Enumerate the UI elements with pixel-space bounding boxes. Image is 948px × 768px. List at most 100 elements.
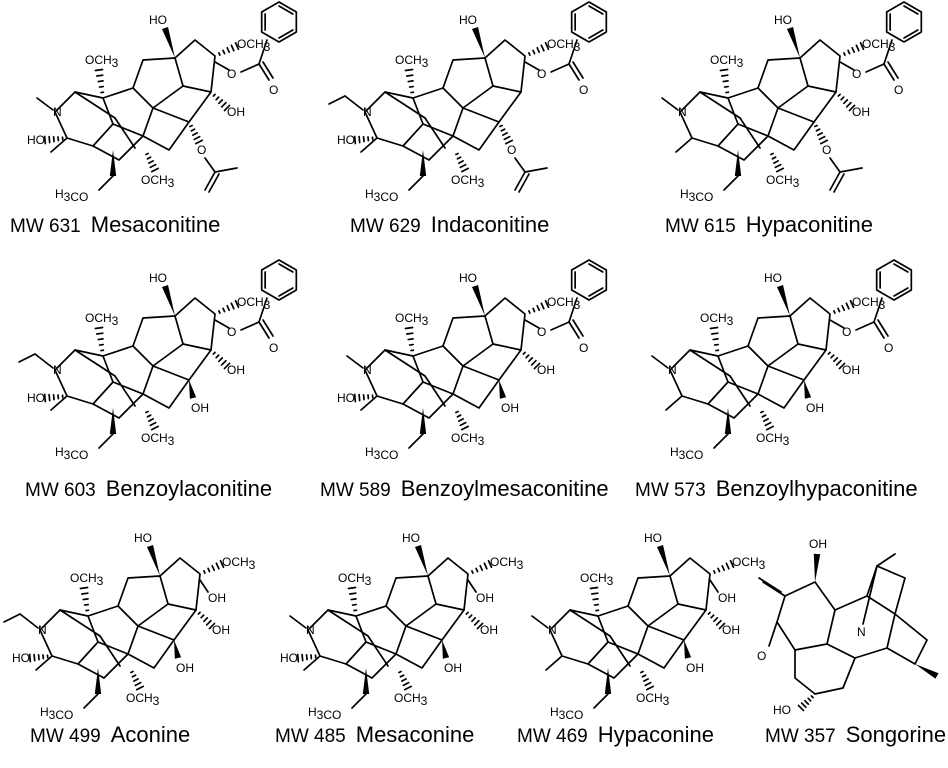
ring-c bbox=[133, 58, 183, 108]
molecular-weight-label: MW 469 bbox=[517, 726, 588, 747]
c18-ome-label: H3CO bbox=[308, 705, 341, 722]
c6-ome-bond bbox=[146, 153, 158, 171]
c8-oh-wedge bbox=[684, 640, 691, 659]
ring-d bbox=[175, 298, 215, 350]
ring-d bbox=[790, 298, 830, 350]
ketone-o-label: O bbox=[757, 649, 766, 663]
ester-o-label: O bbox=[227, 67, 236, 81]
bridge-2 bbox=[115, 376, 135, 406]
compound-name-label: Hypaconitine bbox=[746, 212, 873, 237]
c18-ch2 bbox=[724, 176, 738, 190]
top-ho-label: HO bbox=[644, 531, 662, 545]
ring-b bbox=[103, 346, 153, 394]
c18-ome-label: H3CO bbox=[670, 445, 703, 462]
c3-ho-bond bbox=[355, 394, 373, 401]
c1-ome-bond bbox=[720, 69, 728, 92]
molecular-weight-label: MW 629 bbox=[350, 216, 421, 237]
compound-name-label: Indaconitine bbox=[431, 212, 550, 237]
top-ho-label: HO bbox=[402, 531, 420, 545]
c8-oh-wedge bbox=[499, 380, 506, 399]
c14-oh-bond bbox=[468, 580, 476, 592]
c18-ome-label: H3CO bbox=[55, 445, 88, 462]
c16-ome-bond bbox=[472, 561, 492, 573]
ring-b bbox=[88, 606, 138, 654]
acetate-c bbox=[830, 158, 840, 172]
c3-ho-label: HO bbox=[27, 391, 45, 405]
c8-oh-label: OH bbox=[806, 401, 824, 415]
acetate-o-label: O bbox=[822, 143, 831, 157]
c6-ome-bond bbox=[399, 671, 411, 689]
c16-ome-bond bbox=[714, 561, 734, 573]
c1-ome-label: OCH3 bbox=[338, 571, 372, 588]
c18-wedge bbox=[363, 668, 369, 694]
c8-oh-label: OH bbox=[444, 661, 462, 675]
c18-ch2 bbox=[84, 694, 98, 708]
bond-line bbox=[840, 168, 862, 172]
c18-ome-label: H3CO bbox=[365, 187, 398, 204]
bond-line bbox=[35, 354, 53, 368]
bond-line bbox=[205, 172, 215, 190]
c1-ome-label: OCH3 bbox=[710, 53, 744, 70]
carbonyl-o-label: O bbox=[269, 83, 278, 97]
c6-ome-label: OCH3 bbox=[636, 691, 670, 708]
c8-oh-wedge bbox=[189, 380, 196, 399]
ring-f bbox=[768, 122, 814, 150]
molecular-weight-label: MW 589 bbox=[320, 480, 391, 501]
acetate-bond bbox=[500, 125, 512, 143]
ester-c bbox=[866, 64, 884, 72]
c18-ch2 bbox=[409, 176, 423, 190]
ester-o-label: O bbox=[852, 67, 861, 81]
c3-ho-bond bbox=[45, 136, 63, 143]
carbonyl bbox=[263, 62, 273, 78]
compound-name-label: Benzoylhypaconitine bbox=[716, 476, 918, 501]
ester-o-label: O bbox=[537, 325, 546, 339]
c3-ho-bond bbox=[355, 136, 373, 143]
c6-ome-label: OCH3 bbox=[141, 431, 175, 448]
c16-ome-bond bbox=[529, 301, 549, 313]
ester-c bbox=[551, 64, 569, 72]
c6-ome-bond bbox=[456, 411, 468, 429]
ring-f bbox=[143, 122, 189, 150]
ethyl-bond bbox=[329, 96, 345, 104]
c3-ho-label: HO bbox=[337, 133, 355, 147]
ring-c bbox=[628, 576, 678, 626]
top-ho-wedge bbox=[162, 27, 175, 58]
benzoyl-ring bbox=[877, 260, 912, 300]
acetate-c bbox=[515, 158, 525, 172]
benzoyl-ring bbox=[262, 2, 297, 42]
c1-ome-bond bbox=[710, 327, 718, 350]
bridge-2 bbox=[368, 636, 388, 666]
c6-ome-label: OCH3 bbox=[766, 173, 800, 190]
carbonyl-o-label: O bbox=[269, 341, 278, 355]
bond-line bbox=[215, 168, 237, 172]
c8-oh-label: OH bbox=[686, 661, 704, 675]
ring-a bbox=[550, 610, 608, 664]
c18-wedge bbox=[725, 408, 731, 434]
carbonyl bbox=[878, 320, 888, 336]
c1-ome-label: OCH3 bbox=[85, 53, 119, 70]
nitrogen-label: N bbox=[38, 623, 47, 637]
c16-ome-bond bbox=[844, 43, 864, 55]
c16-ome-bond bbox=[219, 301, 239, 313]
carbonyl-o-label: O bbox=[894, 83, 903, 97]
c1-ome-label: OCH3 bbox=[395, 53, 429, 70]
bridge-2 bbox=[425, 118, 445, 148]
c6-ome-bond bbox=[641, 671, 653, 689]
ring-e bbox=[778, 92, 836, 122]
ring-a bbox=[40, 610, 98, 664]
molecular-weight-label: MW 631 bbox=[10, 216, 81, 237]
molecular-weight-label: MW 499 bbox=[30, 726, 101, 747]
c8-oh-label: OH bbox=[501, 401, 519, 415]
ring-d bbox=[160, 558, 200, 610]
ester-c bbox=[241, 64, 259, 72]
bond-line bbox=[569, 64, 579, 80]
